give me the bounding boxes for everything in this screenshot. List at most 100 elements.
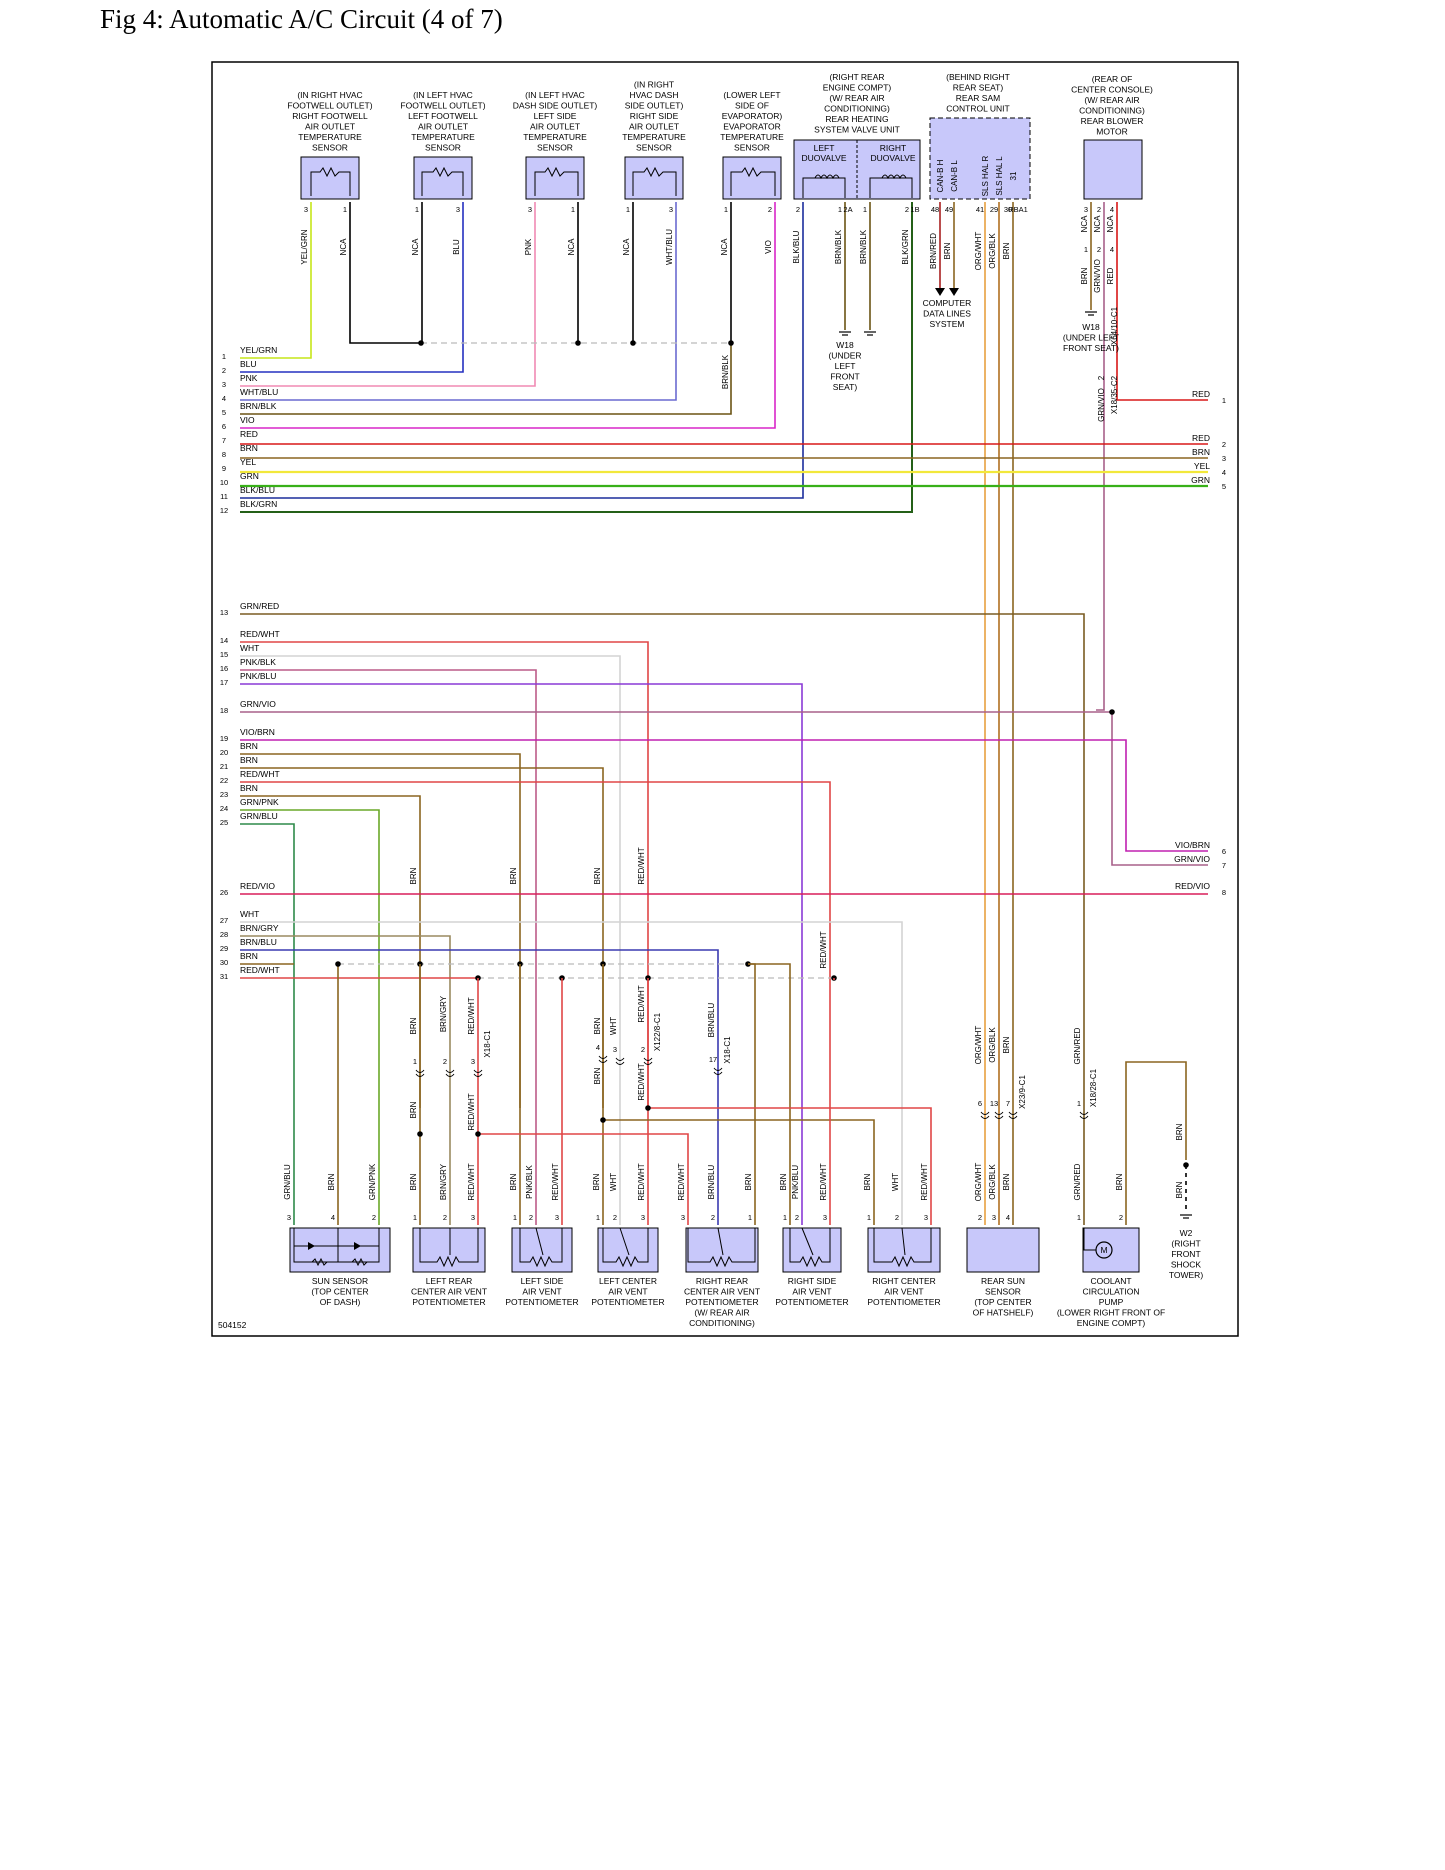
left-side-pot-title-line: AIR VENT (522, 1287, 561, 1297)
inline-connector-symbol-8 (994, 1111, 1004, 1119)
left-rear-center-pot-resistor-symbol (419, 1228, 479, 1268)
right-wire-number-7: 7 (1222, 861, 1226, 870)
sam-pin-name-2: SLS HAL R (981, 155, 990, 196)
valve-wire-3: BRN/BLK (859, 229, 868, 264)
inline-connector-symbol-0 (415, 1069, 425, 1077)
left-rear-center-pot-wire-2: BRN/GRY (439, 1163, 448, 1200)
w2-splice (1183, 1162, 1189, 1168)
inline-connector-symbol-6 (713, 1067, 723, 1075)
mid-wire-label-lc1: BRN (593, 1017, 602, 1034)
wire-vio-6 (240, 202, 776, 429)
coolant-pump-title-line: COOLANT (1090, 1276, 1131, 1286)
left-wire-label-9: YEL (240, 457, 256, 467)
label-layer: 1YEL/GRN2BLU3PNK4WHT/BLU5BRN/BLK6VIO7RED… (220, 72, 1226, 1328)
right-center-pot-title-line: POTENTIOMETER (867, 1297, 940, 1307)
right-footwell-sensor-wire-3: YEL/GRN (300, 229, 309, 264)
evaporator-sensor-title-line: SIDE OF (735, 101, 769, 111)
left-footwell-sensor-box (413, 156, 473, 200)
right-center-pot-resistor-symbol (873, 1228, 932, 1268)
right-side-pot-box (782, 1227, 842, 1273)
ground-w2-label: W2 (1180, 1228, 1193, 1238)
blower-pin2-0: 1 (1084, 245, 1088, 254)
blower-title-line: MOTOR (1096, 127, 1127, 137)
right-center-pot-title-line: AIR VENT (884, 1287, 923, 1297)
inline-connector-pin-9: 7 (1006, 1099, 1010, 1108)
left-wire-number-1: 1 (222, 352, 226, 361)
right-rear-center-pot-resistor-symbol (687, 1228, 756, 1268)
left-rear-center-pot-wire-3: RED/WHT (467, 1163, 476, 1200)
inline-connector-symbol-9 (1008, 1111, 1018, 1119)
left-footwell-sensor-pin-3: 3 (456, 205, 460, 214)
right-wire-label-1: RED (1192, 389, 1210, 399)
inline-connector-symbol-2 (473, 1069, 483, 1077)
right-side-outlet-sensor-title-line: RIGHT SIDE (630, 111, 679, 121)
red-wht-lower-splice-2 (475, 1131, 481, 1137)
right-rear-center-pot-pin-1: 1 (748, 1213, 752, 1222)
sam-pin-name-0: CAN-B H (936, 159, 945, 192)
left-wire-label-31: RED/WHT (240, 965, 280, 975)
left-side-pot-wire-1: BRN (509, 1173, 518, 1190)
diagram-id: 504152 (218, 1320, 247, 1330)
left-side-pot-wire-3: RED/WHT (551, 1163, 560, 1200)
blower-title-line: CONDITIONING) (1079, 106, 1145, 116)
left-side-outlet-sensor-title-line: TEMPERATURE (523, 132, 587, 142)
wire-red-wht-right-rear (478, 1133, 689, 1225)
wire-grn-vio-7 (1111, 712, 1208, 866)
left-wire-label-19: VIO/BRN (240, 727, 275, 737)
left-wire-label-27: WHT (240, 909, 259, 919)
blower-title-line: REAR BLOWER (1081, 116, 1144, 126)
left-wire-number-11: 11 (220, 492, 228, 501)
right-center-pot-pin-2: 2 (895, 1213, 899, 1222)
wire-red-wht-14 (240, 641, 649, 1108)
left-wire-number-10: 10 (220, 478, 228, 487)
evaporator-sensor-title-line: EVAPORATOR (723, 122, 781, 132)
sam-unit-box (929, 117, 1031, 200)
left-wire-number-28: 28 (220, 930, 228, 939)
right-side-outlet-sensor-title-line: AIR OUTLET (629, 122, 679, 132)
left-footwell-sensor-title-line: FOOTWELL OUTLET) (400, 101, 485, 111)
wire-grn-red-13 (240, 613, 1085, 1108)
left-wire-label-25: GRN/BLU (240, 811, 278, 821)
left-side-pot-title-line: POTENTIOMETER (505, 1297, 578, 1307)
wire-blk-grn-12 (240, 202, 913, 513)
left-wire-number-17: 17 (220, 678, 228, 687)
left-side-pot-wire-2: PNK/BLK (525, 1164, 534, 1198)
left-center-pot-pin-3: 3 (641, 1213, 645, 1222)
left-footwell-sensor-wire-1: NCA (411, 238, 420, 256)
rear-sun-sensor-pin-2: 2 (978, 1213, 982, 1222)
evaporator-sensor-wire-1: NCA (720, 238, 729, 256)
left-wire-number-19: 19 (220, 734, 228, 743)
blower-pin-2b: 2 (1097, 375, 1106, 380)
wire-brn-right-center (603, 1119, 875, 1225)
valve-unit-title-line: REAR HEATING (825, 114, 888, 124)
left-rear-center-pot-box (412, 1227, 486, 1273)
right-side-pot-wire-1: BRN (779, 1173, 788, 1190)
right-side-pot-wiper-symbol (801, 1227, 814, 1256)
left-wire-label-30: BRN (240, 951, 258, 961)
right-rear-center-pot-title-line: POTENTIOMETER (685, 1297, 758, 1307)
rear-sun-sensor-title-line: (TOP CENTER (974, 1297, 1031, 1307)
mid-wire-label-lr1: BRN (409, 1017, 418, 1034)
right-rear-center-pot-title-line: CENTER AIR VENT (684, 1287, 760, 1297)
sam-pin-29: 29 (990, 205, 998, 214)
left-wire-label-7: RED (240, 429, 258, 439)
left-side-pot-pin-1: 1 (513, 1213, 517, 1222)
left-wire-number-13: 13 (220, 608, 228, 617)
left-wire-number-23: 23 (220, 790, 228, 799)
wire-blower-grn-vio (1096, 202, 1105, 711)
sam-wire-3: ORG/BLK (988, 233, 997, 269)
blower-wire-nca-0: NCA (1080, 215, 1089, 233)
blower-pin-1: 2 (1097, 205, 1101, 214)
left-wire-label-11: BLK/BLU (240, 485, 275, 495)
right-side-pot-title-line: POTENTIOMETER (775, 1297, 848, 1307)
left-wire-number-15: 15 (220, 650, 228, 659)
sam-pin-41: 41 (976, 205, 984, 214)
mid-wire-label-lc1b: BRN (593, 1067, 602, 1084)
left-wire-number-5: 5 (222, 408, 226, 417)
wire-red-wht-22 (240, 781, 831, 980)
left-side-pot-title-line: LEFT SIDE (521, 1276, 564, 1286)
inline-connector-pin-1: 2 (443, 1057, 447, 1066)
valve-pin-1: 1 (863, 205, 867, 214)
sun-sensor-diode-0 (308, 1242, 315, 1250)
right-center-pot-title-line: RIGHT CENTER (872, 1276, 936, 1286)
